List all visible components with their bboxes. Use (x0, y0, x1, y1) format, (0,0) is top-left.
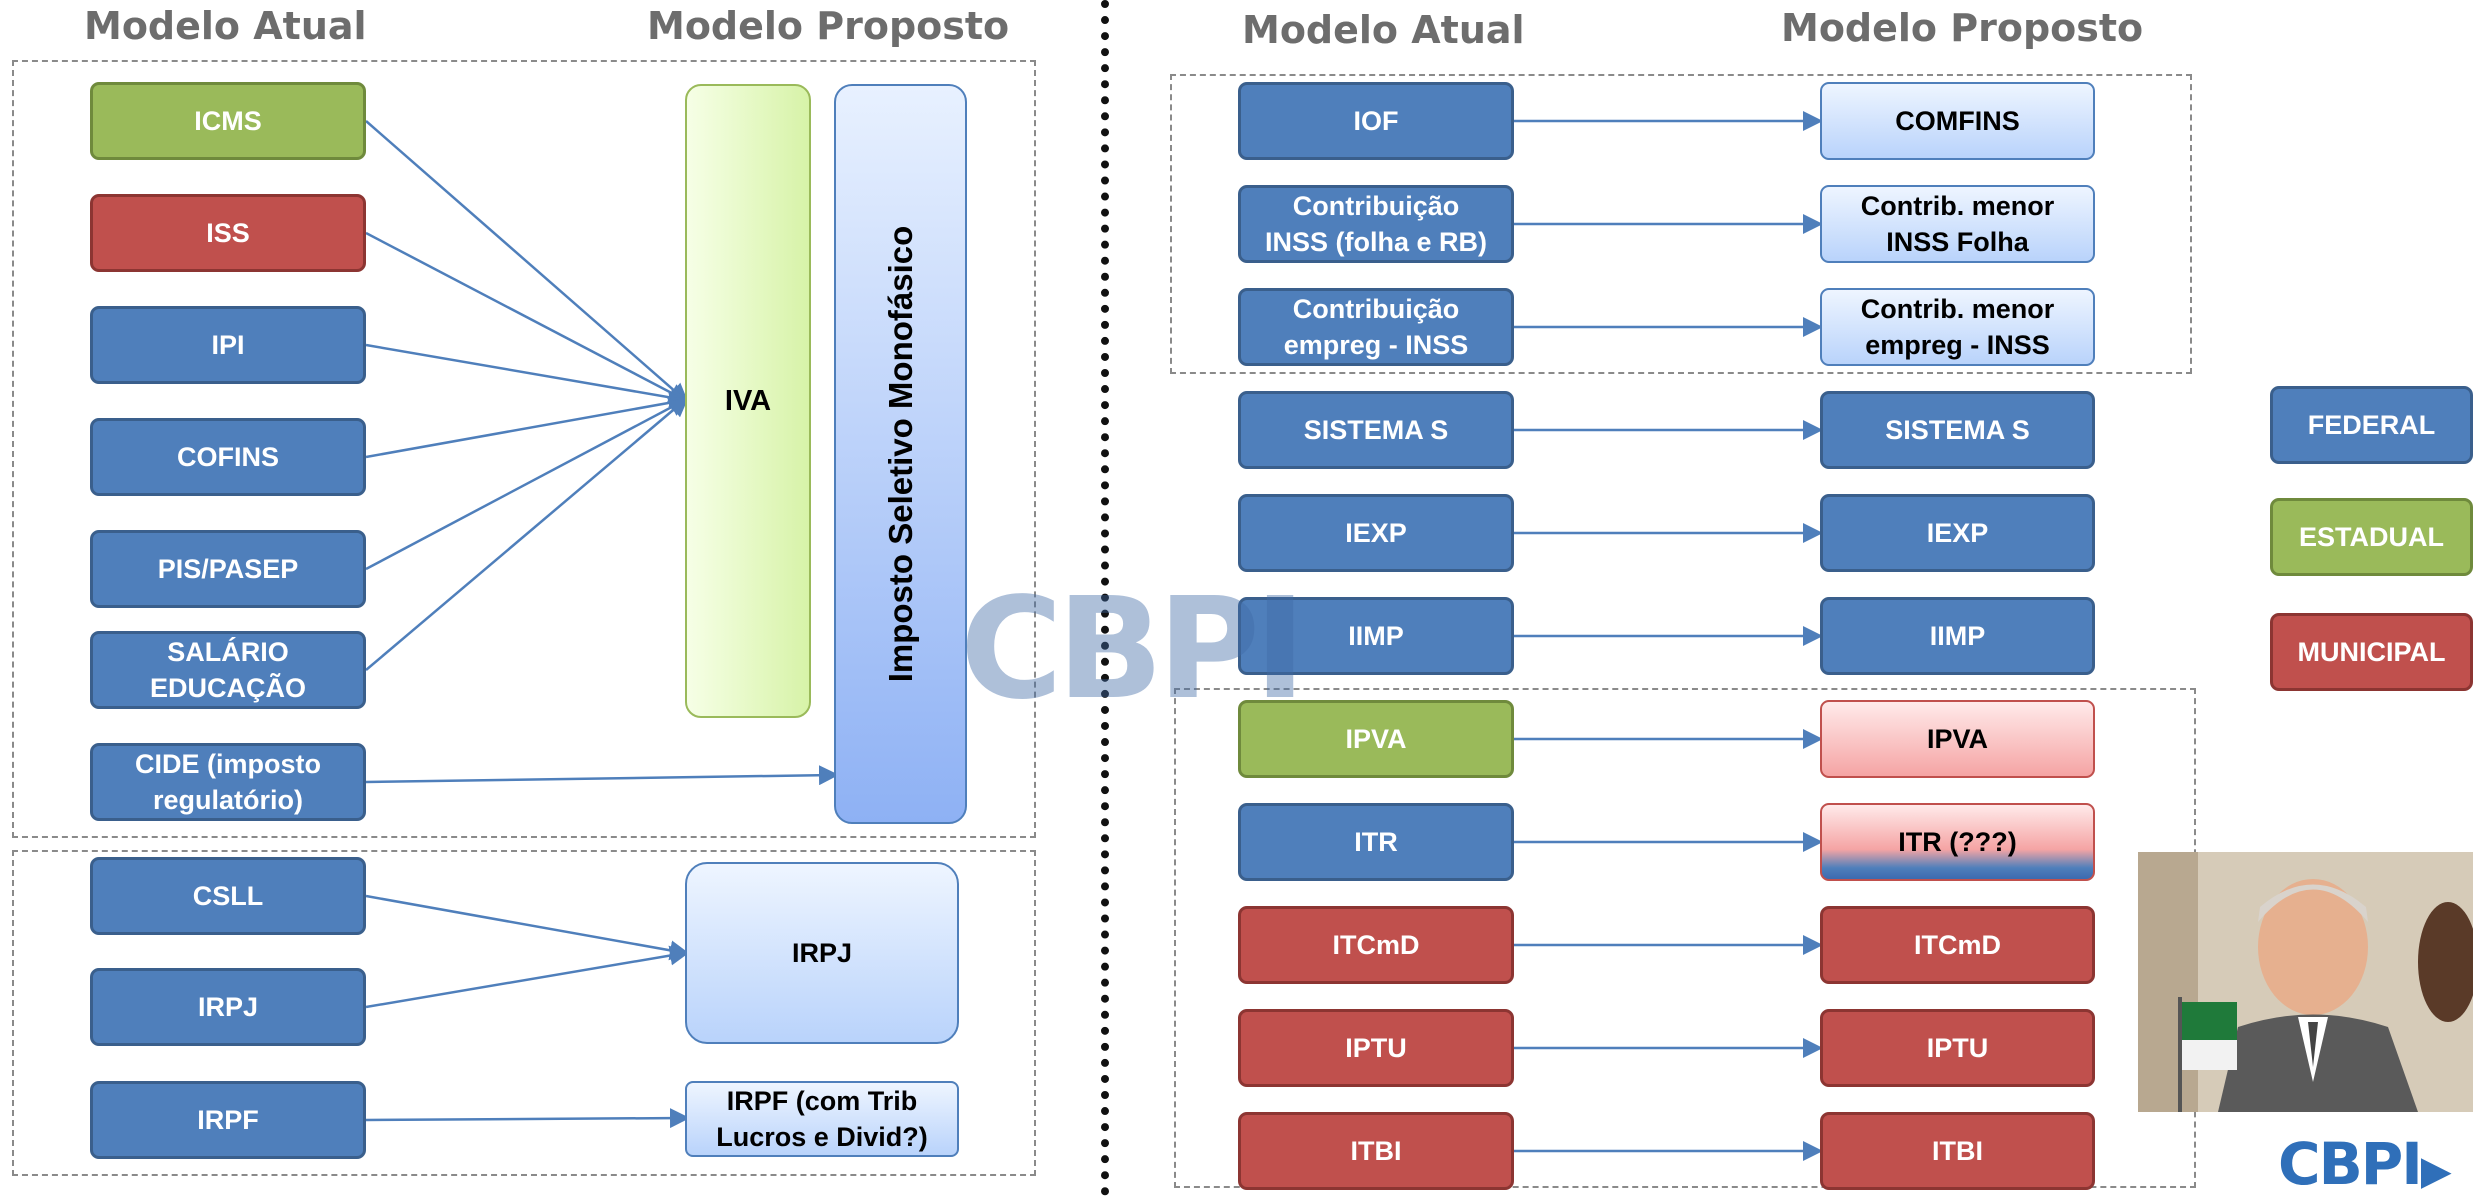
arrow-ipi (365, 343, 690, 408)
play-icon: ▶ (2420, 1148, 2452, 1194)
arrow-salario (365, 396, 689, 671)
tax-sistema-s: SISTEMA S (1238, 391, 1514, 469)
arrow-cide (365, 765, 839, 786)
proposed-comfins: COMFINS (1820, 82, 2095, 160)
tax-iimp: IIMP (1238, 597, 1514, 675)
proposed-imposto-seletivo: Imposto Seletivo Monofásico (834, 84, 967, 824)
legend-estadual: ESTADUAL (2270, 498, 2473, 576)
seletivo-label: Imposto Seletivo Monofásico (881, 225, 919, 683)
tax-ipva: IPVA (1238, 700, 1514, 778)
tax-irpj: IRPJ (90, 968, 366, 1046)
left-group-income (12, 850, 1036, 1176)
left-header-atual: Modelo Atual (84, 4, 367, 48)
tax-pis-pasep: PIS/PASEP (90, 530, 366, 608)
tax-contrib-inss: Contribuição INSS (folha e RB) (1238, 185, 1514, 263)
cbpi-logo: CBPI▶ (2278, 1130, 2452, 1198)
arrow-iss (365, 231, 690, 403)
arrow-irpf (365, 1108, 690, 1129)
arrow-irpj (365, 945, 690, 1009)
proposed-iptu: IPTU (1820, 1009, 2095, 1087)
proposed-irpj: IRPJ (685, 862, 959, 1044)
tax-irpf: IRPF (90, 1081, 366, 1159)
tax-iexp: IEXP (1238, 494, 1514, 572)
tax-cide: CIDE (imposto regulatório) (90, 743, 366, 821)
tax-contrib-empreg: Contribuição empreg - INSS (1238, 288, 1514, 366)
arrow-icms (365, 120, 689, 404)
tax-iptu: IPTU (1238, 1009, 1514, 1087)
proposed-iimp: IIMP (1820, 597, 2095, 675)
person-image (2138, 852, 2473, 1112)
arrow-cofins (365, 392, 690, 459)
tax-iof: IOF (1238, 82, 1514, 160)
proposed-contrib-empreg: Contrib. menor empreg - INSS (1820, 288, 2095, 366)
tax-itbi: ITBI (1238, 1112, 1514, 1190)
proposed-itbi: ITBI (1820, 1112, 2095, 1190)
section-divider (1101, 0, 1109, 1196)
right-group-payroll (1170, 74, 2192, 374)
proposed-itr: ITR (???) (1820, 803, 2095, 881)
tax-ipi: IPI (90, 306, 366, 384)
legend-municipal: MUNICIPAL (2270, 613, 2473, 691)
right-header-proposto: Modelo Proposto (1781, 6, 2144, 50)
tax-itcmd: ITCmD (1238, 906, 1514, 984)
tax-icms: ICMS (90, 82, 366, 160)
tax-itr: ITR (1238, 803, 1514, 881)
tax-iss: ISS (90, 194, 366, 272)
cbpi-logo-text: CBPI (2278, 1130, 2423, 1198)
right-header-atual: Modelo Atual (1242, 8, 1525, 52)
tax-cofins: COFINS (90, 418, 366, 496)
arrow-pis (365, 397, 690, 571)
legend-federal: FEDERAL (2270, 386, 2473, 464)
tax-salario-educacao: SALÁRIO EDUCAÇÃO (90, 631, 366, 709)
left-group-consumption (12, 60, 1036, 838)
arrow-csll (365, 894, 690, 961)
left-header-proposto: Modelo Proposto (647, 4, 1010, 48)
proposed-contrib-inss: Contrib. menor INSS Folha (1820, 185, 2095, 263)
proposed-irpf: IRPF (com Trib Lucros e Divid?) (685, 1081, 959, 1157)
speaker-photo (2138, 852, 2473, 1112)
proposed-itcmd: ITCmD (1820, 906, 2095, 984)
proposed-ipva: IPVA (1820, 700, 2095, 778)
tax-csll: CSLL (90, 857, 366, 935)
proposed-iexp: IEXP (1820, 494, 2095, 572)
proposed-sistema-s: SISTEMA S (1820, 391, 2095, 469)
watermark-logo: CBPI (960, 568, 1306, 731)
proposed-iva: IVA (685, 84, 811, 718)
